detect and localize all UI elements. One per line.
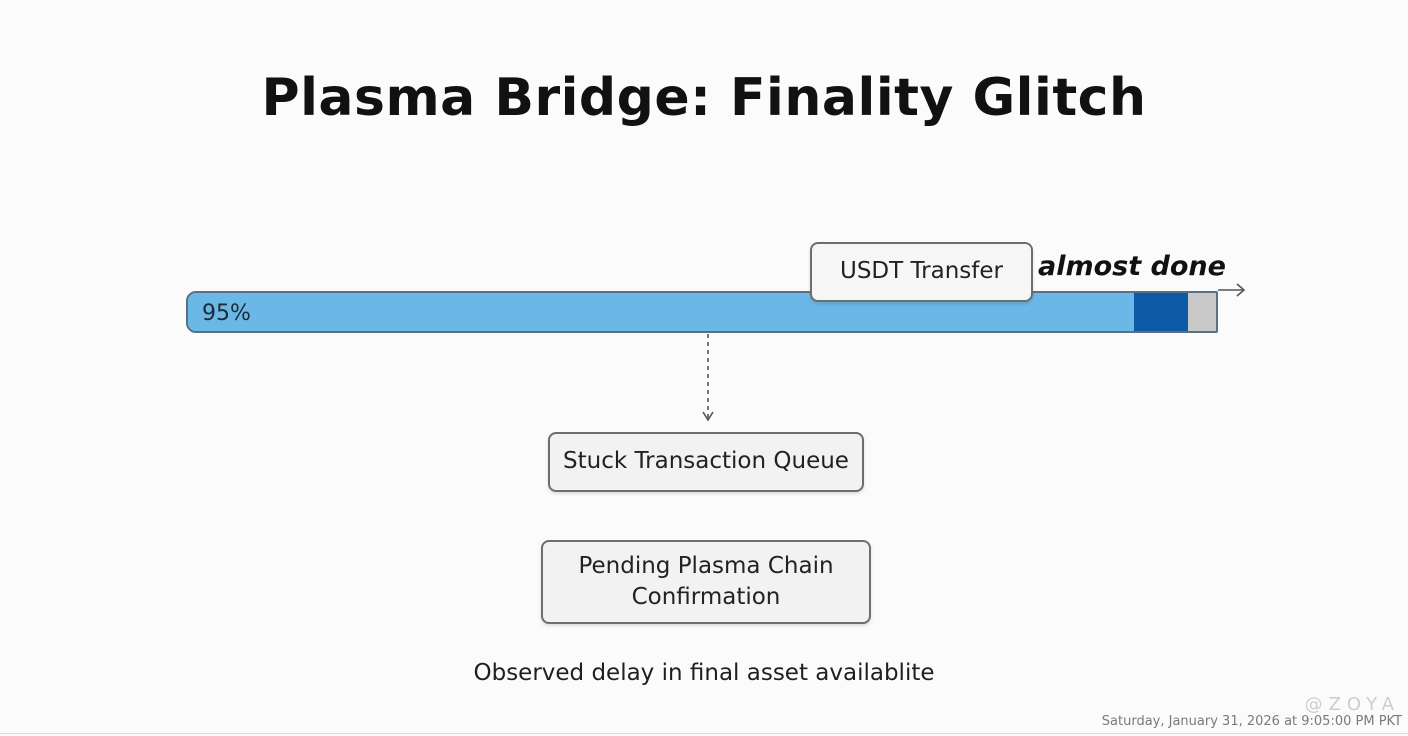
page-title: Plasma Bridge: Finality Glitch <box>261 68 1147 128</box>
stuck-transaction-queue-label: Stuck Transaction Queue <box>563 448 849 475</box>
usdt-transfer-label: USDT Transfer <box>840 258 1003 285</box>
arrow-right-icon <box>1218 283 1246 297</box>
pending-confirmation-label: Pending Plasma Chain Confirmation <box>578 551 833 613</box>
progress-bar: 95% <box>186 291 1218 333</box>
pending-confirmation-line-2: Confirmation <box>631 584 781 610</box>
dashed-arrow-down-icon <box>702 334 714 422</box>
bottom-divider <box>0 733 1408 734</box>
almost-done-annotation: almost done <box>1038 251 1226 282</box>
progress-percent-label: 95% <box>202 301 251 326</box>
stuck-transaction-queue-box: Stuck Transaction Queue <box>548 432 864 492</box>
usdt-transfer-callout: USDT Transfer <box>810 242 1033 302</box>
watermark-text: @ZOYA <box>1304 694 1400 715</box>
progress-bar-final-segment <box>1133 293 1189 331</box>
pending-confirmation-box: Pending Plasma Chain Confirmation <box>541 540 871 624</box>
timestamp-text: Saturday, January 31, 2026 at 9:05:00 PM… <box>1101 714 1402 729</box>
caption-text: Observed delay in final asset availablit… <box>473 660 935 686</box>
pending-confirmation-line-1: Pending Plasma Chain <box>578 552 834 579</box>
